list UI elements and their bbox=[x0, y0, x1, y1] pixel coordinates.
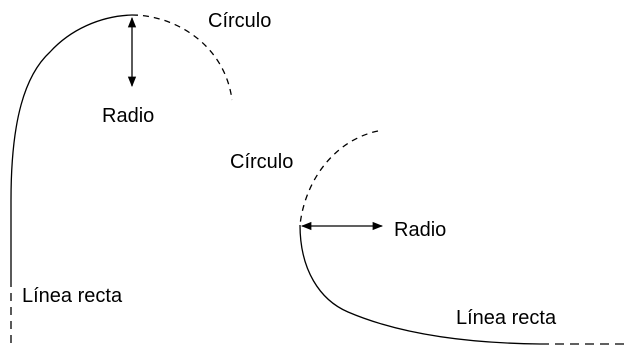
middle-radius-label: Radio bbox=[394, 219, 446, 241]
bottom-straight-line-label: Línea recta bbox=[456, 307, 557, 329]
left-transition-curve bbox=[10, 14, 133, 285]
top-radius-label: Radio bbox=[102, 105, 154, 127]
top-circle-arc-dashed bbox=[131, 14, 233, 101]
top-circle-label: Círculo bbox=[208, 10, 271, 32]
middle-circle-label: Círculo bbox=[230, 151, 293, 173]
bottom-transition-curve bbox=[299, 224, 541, 345]
left-straight-line-label: Línea recta bbox=[22, 285, 123, 307]
middle-circle-arc-dashed bbox=[299, 130, 379, 226]
